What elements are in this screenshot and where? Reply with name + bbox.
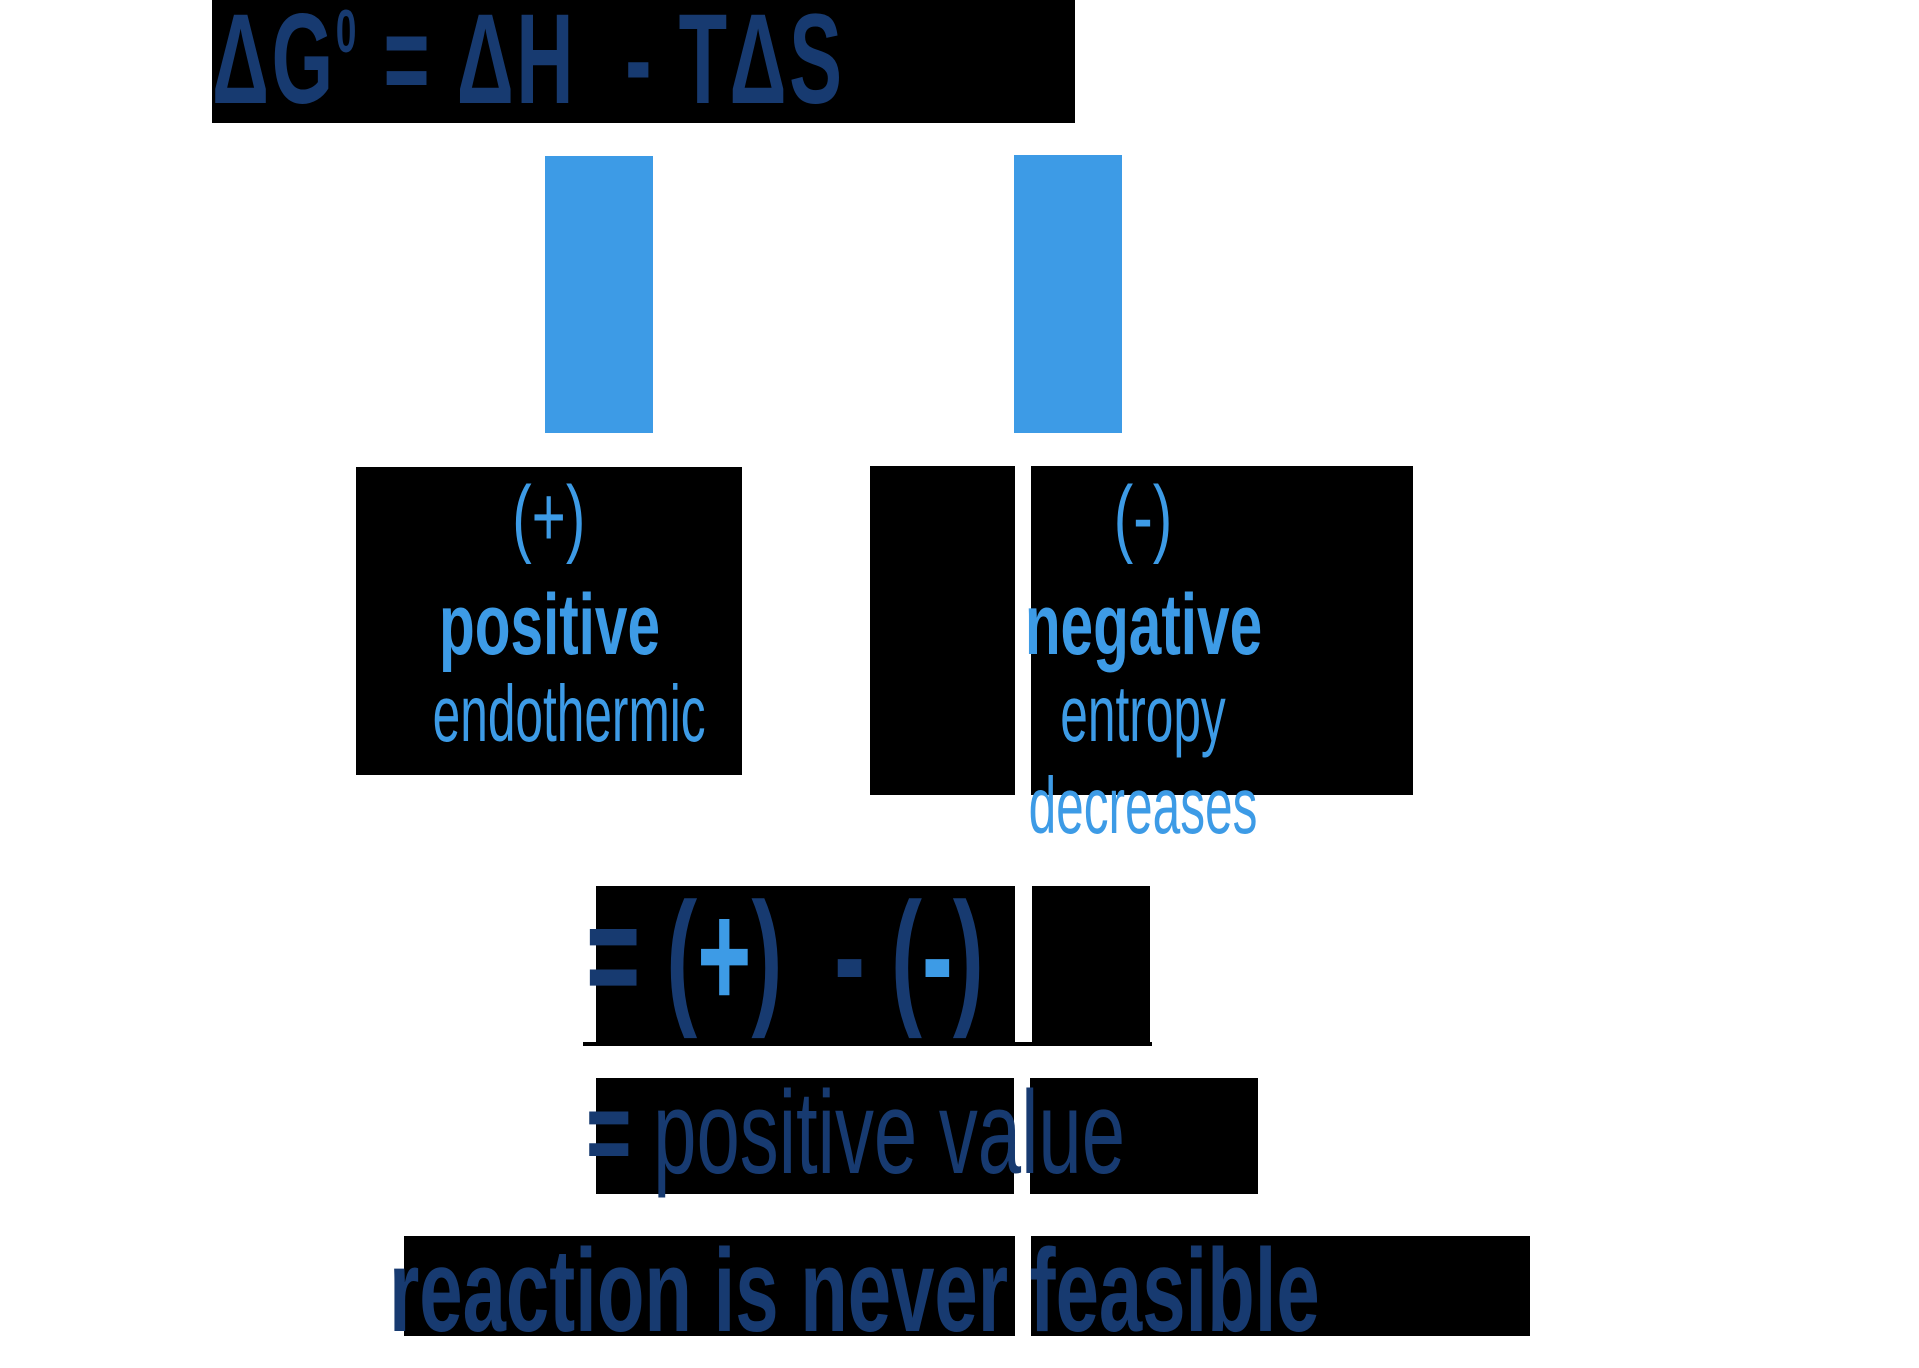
delta-h-term: ΔH: [456, 0, 577, 131]
conclusion-text: reaction is never feasible: [389, 1225, 1320, 1357]
result-expression: = (+) - (-): [586, 880, 1228, 1030]
t-delta-s-label-backdrop-left: [870, 466, 1015, 795]
conclusion-backdrop-right: [1031, 1236, 1530, 1336]
equals-sign: =: [383, 0, 433, 131]
open-paren-2: (: [890, 871, 922, 1039]
delta-h-description: endothermic: [432, 669, 706, 758]
t-delta-s-description: entropy decreases: [1028, 669, 1258, 850]
result-expression-underline: [583, 1042, 1152, 1046]
t-delta-s-sign: (-): [1113, 469, 1173, 565]
result-value-backdrop-right: [1030, 1078, 1258, 1194]
result-value-backdrop-left: [596, 1078, 1014, 1194]
open-paren-1: (: [666, 871, 698, 1039]
result-equals-sign: =: [586, 871, 641, 1039]
close-paren-2: ): [952, 871, 984, 1039]
t-delta-s-label-group: (-) negative entropy decreases: [843, 468, 1443, 852]
close-paren-1: ): [751, 871, 783, 1039]
result-value: = positive value: [586, 1074, 1403, 1192]
minus-sign: -: [921, 871, 953, 1039]
t-delta-s-label-backdrop-right: [1031, 466, 1413, 795]
delta-h-connector-bar: [545, 156, 653, 433]
delta-h-label-group: (+) positive endothermic: [349, 468, 749, 760]
result-expression-backdrop-left: [596, 886, 1015, 1045]
conclusion-backdrop-left: [404, 1236, 1015, 1336]
delta-g-symbol: ΔG: [212, 0, 336, 131]
delta-h-sign-word: positive: [438, 577, 660, 673]
title-backdrop: [212, 0, 1075, 123]
delta-h-sign: (+): [512, 469, 586, 565]
result-minus-operator: -: [834, 871, 866, 1039]
t-delta-s-term: TΔS: [678, 0, 845, 131]
gibbs-equation-title: ΔG0 = ΔH - TΔS: [212, 0, 1232, 124]
result-expression-backdrop-right: [1032, 886, 1150, 1045]
value-equals-sign: =: [586, 1067, 632, 1199]
delta-h-label-backdrop: [356, 467, 742, 775]
standard-state-superscript: 0: [335, 0, 359, 65]
value-text: positive value: [653, 1067, 1126, 1199]
plus-sign: +: [697, 871, 752, 1039]
minus-operator: -: [625, 0, 655, 131]
t-delta-s-connector-bar: [1014, 155, 1122, 433]
t-delta-s-sign-word: negative: [1024, 577, 1262, 673]
